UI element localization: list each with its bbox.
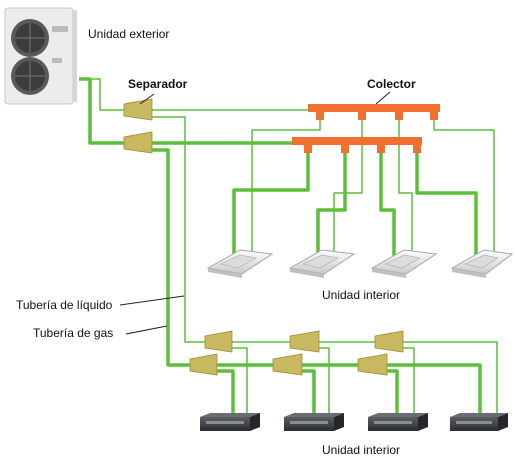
outdoor-unit bbox=[4, 7, 77, 105]
separators-lower bbox=[189, 330, 404, 376]
outdoor-unit-label: Unidad exterior bbox=[88, 27, 170, 41]
collector-label: Colector bbox=[367, 77, 416, 91]
pipes bbox=[79, 77, 498, 420]
liquid-pipe-label: Tubería de líquido bbox=[16, 298, 113, 312]
separator-label: Separador bbox=[128, 77, 188, 91]
leader-lines bbox=[119, 91, 391, 335]
collectors bbox=[292, 104, 440, 153]
cassette-units bbox=[206, 249, 514, 278]
indoor-unit-label-bottom: Unidad interior bbox=[322, 443, 401, 457]
ducted-units bbox=[200, 413, 508, 431]
separators-upper bbox=[123, 98, 153, 154]
indoor-unit-label-top: Unidad interior bbox=[322, 288, 401, 302]
gas-pipe-label: Tubería de gas bbox=[33, 326, 114, 340]
